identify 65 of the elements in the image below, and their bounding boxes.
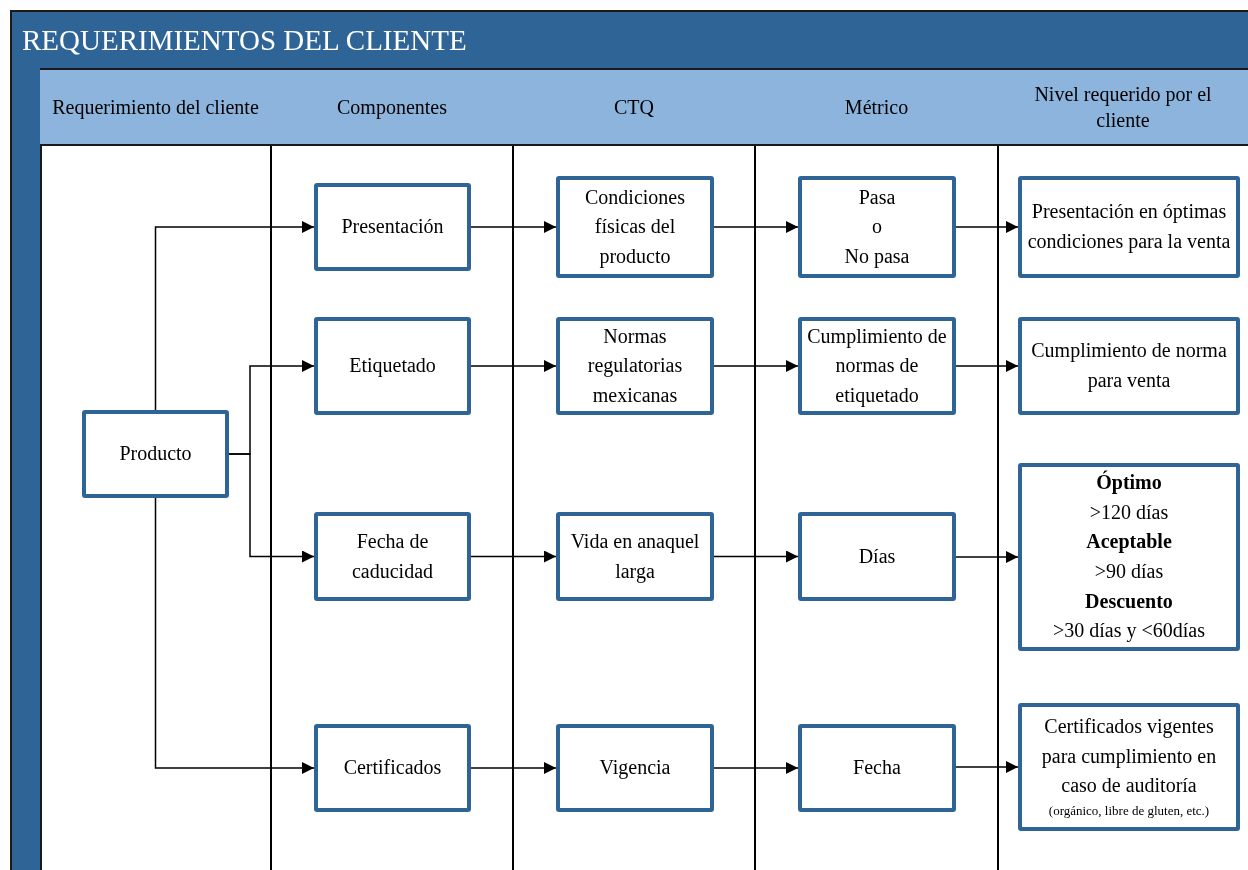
- process-box: [1018, 176, 1240, 278]
- node-text: Vida en anaquel larga: [569, 528, 701, 585]
- arrow: [470, 762, 557, 774]
- node-text: Aceptable: [1086, 529, 1172, 555]
- process-box: [556, 512, 714, 601]
- arrow: [228, 453, 315, 563]
- process-box: [314, 724, 471, 812]
- node-text: Fecha de caducidad: [350, 528, 435, 584]
- arrow: [713, 550, 799, 563]
- node-text: >120 días: [1089, 499, 1169, 525]
- process-box: [798, 512, 956, 601]
- process-box: [314, 512, 471, 601]
- process-box: [1018, 317, 1240, 415]
- node-text: Presentación en óptimas condiciones para la venta: [1026, 199, 1232, 255]
- arrow: [470, 360, 557, 372]
- process-box: [798, 176, 956, 278]
- node-text: No pasa: [844, 243, 910, 270]
- node-text: Certificados vigentes para cumplimiento en caso de auditoría: [1040, 714, 1218, 799]
- node-text: Producto: [119, 441, 192, 467]
- node-text: >30 días y <60días: [1053, 618, 1205, 644]
- header-text: Requerimiento del cliente: [52, 95, 259, 120]
- node-text: (orgánico, libre de gluten, etc.): [1048, 802, 1210, 820]
- node-text: Condiciones físicas del producto: [584, 184, 686, 270]
- arrow: [955, 221, 1019, 233]
- arrow: [955, 551, 1019, 563]
- arrow: [955, 360, 1019, 372]
- arrow: [713, 762, 799, 774]
- node-text: Cumplimiento de norma para venta: [1030, 338, 1228, 394]
- process-box: [314, 183, 471, 271]
- node-text: Días: [858, 543, 896, 569]
- node-text: Descuento: [1085, 588, 1173, 614]
- lane-header: [998, 70, 1248, 146]
- arrow: [713, 360, 799, 372]
- arrow: [154, 221, 315, 411]
- arrow: [713, 221, 799, 233]
- process-box: [556, 176, 714, 278]
- node-text: Presentación: [341, 214, 444, 240]
- arrow: [470, 550, 557, 563]
- arrow: [470, 221, 557, 233]
- arrow: [955, 761, 1019, 773]
- title-text: REQUERIMIENTOS DEL CLIENTE: [22, 23, 467, 57]
- node-text: Normas regulatorias mexicanas: [586, 323, 684, 408]
- header-text: Nivel requerido por el cliente: [1033, 82, 1213, 133]
- header-text: Componentes: [337, 95, 447, 120]
- process-box: [82, 410, 229, 498]
- node-text: o: [872, 214, 882, 240]
- process-box: [798, 317, 956, 415]
- node-text: Óptimo: [1096, 469, 1162, 496]
- header-text: CTQ: [614, 95, 654, 120]
- node-text: Fecha: [853, 755, 901, 781]
- node-text: Pasa: [858, 184, 896, 210]
- node-text: >90 días: [1094, 559, 1164, 584]
- arrow: [154, 497, 315, 774]
- header-text: Métrico: [844, 95, 909, 120]
- process-box: [556, 317, 714, 415]
- process-box: [1018, 463, 1240, 651]
- node-text: Cumplimiento de normas de etiquetado: [806, 323, 948, 409]
- process-box: [798, 724, 956, 812]
- process-box: [1018, 703, 1240, 831]
- node-text: Certificados: [343, 755, 442, 781]
- node-text: Vigencia: [599, 755, 671, 781]
- node-text: Etiquetado: [349, 353, 436, 379]
- lane-header: [40, 70, 271, 146]
- process-box: [556, 724, 714, 812]
- process-box: [314, 317, 471, 415]
